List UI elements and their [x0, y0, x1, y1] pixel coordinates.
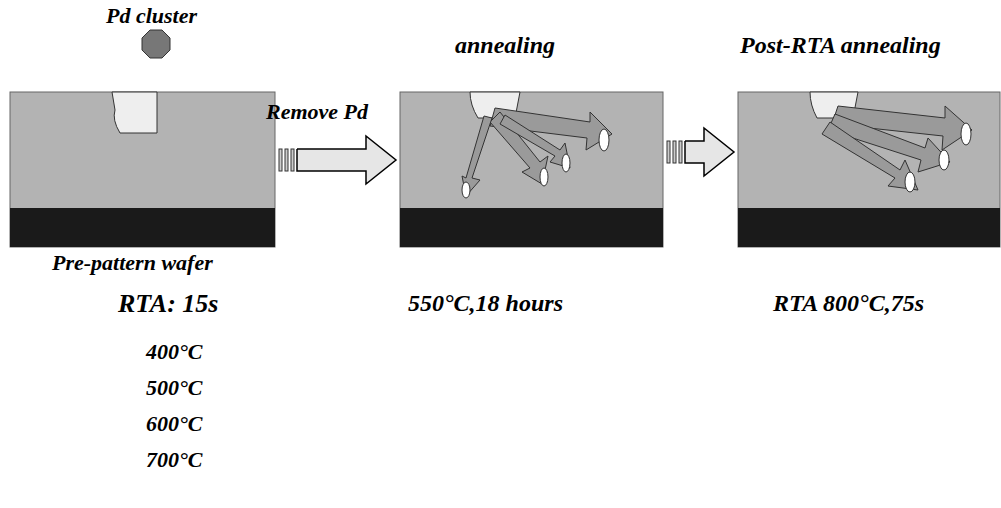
growth-arrows	[462, 108, 612, 196]
step-note: 600°C	[146, 412, 202, 436]
nanowire-tips	[905, 123, 971, 192]
step-note: 550°C,18 hours	[408, 290, 563, 316]
pd-cluster	[142, 30, 170, 58]
process-step: Post-RTA annealingRTA 800°C,75s	[738, 0, 1000, 508]
substrate-layer	[738, 208, 1000, 247]
arrow-label: Remove Pd	[266, 100, 368, 124]
step-note: 700°C	[146, 448, 202, 472]
growth-arrows	[822, 106, 972, 190]
step-note: RTA 800°C,75s	[773, 290, 924, 316]
step-note: RTA: 15s	[118, 290, 218, 319]
process-arrow	[685, 128, 734, 176]
substrate-layer	[400, 208, 663, 247]
step-note: 500°C	[146, 376, 202, 400]
step-heading: Post-RTA annealing	[740, 32, 941, 58]
wafer-panel	[400, 92, 663, 247]
wafer-panel	[10, 92, 275, 247]
nanowire-tips	[462, 129, 609, 198]
step-heading: annealing	[455, 32, 555, 58]
step-heading: Pd cluster	[106, 4, 197, 28]
process-step: Pd clusterPre-pattern waferRTA: 15s 400°C…	[10, 0, 275, 508]
step-note: Pre-pattern wafer	[52, 251, 213, 275]
process-arrow	[297, 136, 396, 184]
wafer-panel	[738, 92, 1000, 247]
substrate-layer	[10, 208, 275, 247]
pit	[112, 92, 157, 133]
step-note: 400°C	[146, 340, 202, 364]
process-step: annealing 550°C,18 hours	[400, 0, 663, 508]
